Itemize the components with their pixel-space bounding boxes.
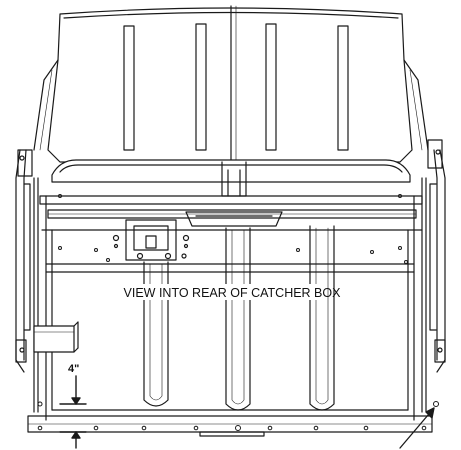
upper-cross-rails — [39, 195, 423, 231]
catcher-floor — [27, 263, 433, 437]
dimension-label: 4" — [68, 363, 79, 375]
height-dimension — [59, 375, 87, 449]
leader-arrow — [399, 407, 435, 449]
center-trough — [185, 211, 283, 227]
caption-backdrop — [142, 284, 322, 300]
right-side-frame — [407, 139, 446, 421]
fasteners — [37, 194, 439, 431]
catcher-lid — [33, 5, 429, 163]
left-side-pad — [33, 321, 79, 353]
lid-front-handle — [51, 159, 411, 197]
latch-bracket — [112, 219, 190, 261]
left-side-frame — [15, 149, 53, 421]
floor-ribs — [143, 225, 335, 411]
view-caption: VIEW INTO REAR OF CATCHER BOX — [124, 286, 342, 300]
